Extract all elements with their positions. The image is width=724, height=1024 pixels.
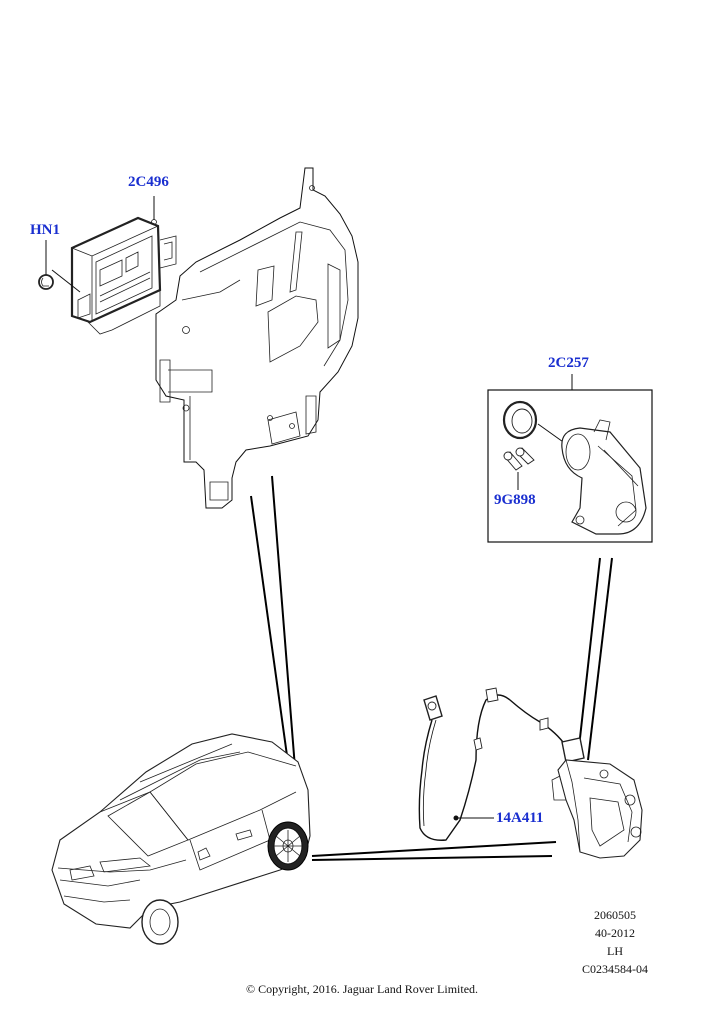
clip-nut[interactable] [38, 240, 54, 290]
mounting-bracket[interactable] [155, 167, 359, 509]
actuator-kit-box[interactable] [487, 374, 653, 543]
electronic-module[interactable] [51, 196, 177, 335]
callout-module[interactable]: 2C496 [128, 174, 169, 190]
callout-harness[interactable]: 14A411 [496, 810, 544, 826]
reference-line-3: LH [607, 944, 623, 958]
sensor-harness[interactable] [418, 687, 585, 841]
brake-caliper[interactable] [551, 759, 643, 859]
reference-line-1: 2060505 [594, 908, 636, 922]
reference-line-4: C0234584-04 [582, 962, 648, 976]
reference-line-2: 40-2012 [595, 926, 635, 940]
callout-clip[interactable]: HN1 [30, 222, 60, 238]
vehicle-illustration [51, 733, 311, 945]
callout-actuator-kit[interactable]: 2C257 [548, 355, 589, 371]
callout-screw-kit[interactable]: 9G898 [494, 492, 536, 508]
copyright-notice: © Copyright, 2016. Jaguar Land Rover Lim… [245, 982, 479, 996]
